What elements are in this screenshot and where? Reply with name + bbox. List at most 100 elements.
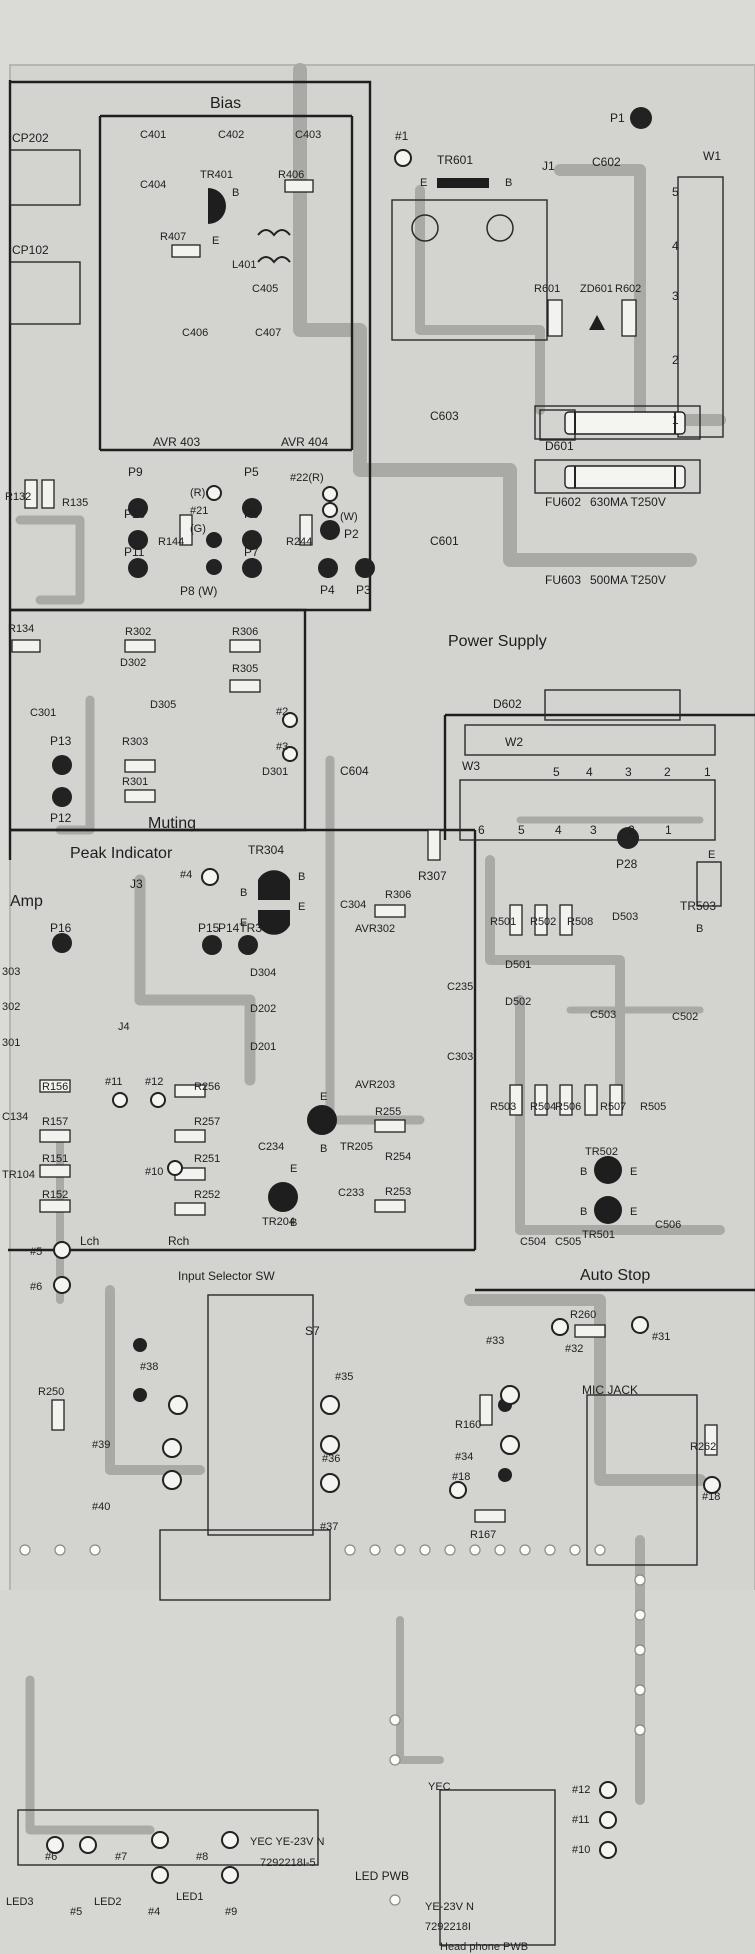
tp-40: #40 xyxy=(92,1501,110,1513)
section-power-supply: Power Supply xyxy=(448,633,547,650)
label-lch: Lch xyxy=(80,1234,99,1248)
section-headphone-pwb: Head phone PWB xyxy=(440,1941,528,1953)
ref-avr403: AVR 403 xyxy=(153,435,200,449)
tp-hp-11: #11 xyxy=(572,1814,590,1826)
ref-tr104: TR104 xyxy=(2,1169,35,1181)
ref-c406: C406 xyxy=(182,327,208,339)
ref-c234: C234 xyxy=(258,1141,284,1153)
ref-r305: R305 xyxy=(232,663,258,675)
tr303-b: B xyxy=(240,887,247,899)
ref-r306b: R306 xyxy=(385,889,411,901)
ref-tr304: TR304 xyxy=(248,843,284,857)
tp-1: #1 xyxy=(395,129,409,143)
ref-r255: R255 xyxy=(375,1106,401,1118)
section-amp: Amp xyxy=(10,893,43,910)
w2-pin-5: 5 xyxy=(553,765,560,779)
ref-c235: C235 xyxy=(447,981,473,993)
ref-c602: C602 xyxy=(592,155,621,169)
ref-r502: R502 xyxy=(530,916,556,928)
ref-r262: R262 xyxy=(690,1441,716,1453)
ref-r503: R503 xyxy=(490,1101,516,1113)
ref-r307: R307 xyxy=(418,869,447,883)
test-point-rings xyxy=(46,149,721,1884)
tr401-b: B xyxy=(232,187,239,199)
tr501-e: E xyxy=(630,1206,637,1218)
ref-p13: P13 xyxy=(50,734,72,748)
tr204-e: E xyxy=(290,1163,297,1175)
w1-pin-2: 2 xyxy=(672,353,679,367)
section-bias: Bias xyxy=(210,95,241,112)
tp-led-4: #4 xyxy=(148,1906,160,1918)
w3-pin-3: 3 xyxy=(590,823,597,837)
tp-12: #12 xyxy=(145,1076,163,1088)
ref-r301: R301 xyxy=(122,776,148,788)
ref-r256: R256 xyxy=(194,1081,220,1093)
ref-r506: R506 xyxy=(555,1101,581,1113)
tp-5: #5 xyxy=(30,1246,42,1258)
fuse-fu602-ref: FU602 xyxy=(545,495,581,509)
ref-r134: R134 xyxy=(8,623,34,635)
tr401-e: E xyxy=(212,235,219,247)
solder-pads xyxy=(52,107,652,1482)
fuse-fu603-rating: 500MA T250V xyxy=(590,573,666,587)
ref-r244: R244 xyxy=(286,536,312,548)
ref-r507: R507 xyxy=(600,1101,626,1113)
tr204-b: B xyxy=(290,1217,297,1229)
board-mark-yec: YEC xyxy=(428,1781,451,1793)
w3-pin-2: 2 xyxy=(628,823,635,837)
pin-p10: P10 xyxy=(124,507,146,521)
ref-r152: R152 xyxy=(42,1189,68,1201)
fuse-fu602-rating: 630MA T250V xyxy=(590,495,666,509)
ref-r167: R167 xyxy=(470,1529,496,1541)
ref-r160: R160 xyxy=(455,1419,481,1431)
ref-c303: C303 xyxy=(447,1051,473,1063)
tp-led-6: #6 xyxy=(45,1851,57,1863)
pin-p2: P2 xyxy=(344,527,359,541)
tr304-e: E xyxy=(298,901,305,913)
ref-tr502: TR502 xyxy=(585,1146,618,1158)
ref-d304: D304 xyxy=(250,967,276,979)
ref-tr503: TR503 xyxy=(680,899,716,913)
pin-g: (G) xyxy=(190,523,206,535)
tr601-e: E xyxy=(420,177,427,189)
tr303-e: E xyxy=(240,917,247,929)
ref-r501: R501 xyxy=(490,916,516,928)
l401-coil xyxy=(257,229,291,264)
tp-32: #32 xyxy=(565,1343,583,1355)
pin-p6: P6 xyxy=(244,507,259,521)
ref-avr302: AVR302 xyxy=(355,923,395,935)
ref-j1: J1 xyxy=(542,159,555,173)
section-peak-indicator: Peak Indicator xyxy=(70,845,173,862)
section-auto-stop: Auto Stop xyxy=(580,1267,650,1284)
ref-l401: L401 xyxy=(232,259,256,271)
ref-tr601: TR601 xyxy=(437,153,473,167)
ref-r144: R144 xyxy=(158,536,184,548)
connector-cp202: CP202 xyxy=(12,131,49,145)
tp-39: #39 xyxy=(92,1439,110,1451)
connector-s7: S7 xyxy=(305,1324,320,1338)
resistor-bodies xyxy=(11,179,718,1523)
tr601-b: B xyxy=(505,177,512,189)
ref-c402: C402 xyxy=(218,129,244,141)
ref-r505: R505 xyxy=(640,1101,666,1113)
w3-pin-6: 6 xyxy=(478,823,485,837)
transistor-bodies xyxy=(208,178,622,1224)
w3-pin-5: 5 xyxy=(518,823,525,837)
ref-r151: R151 xyxy=(42,1153,68,1165)
block-borders xyxy=(8,80,755,1292)
tr501-b: B xyxy=(580,1206,587,1218)
pin-w: (W) xyxy=(340,511,358,523)
ref-j3: J3 xyxy=(130,877,143,891)
section-muting: Muting xyxy=(148,815,196,832)
lower-board-outline xyxy=(0,1590,755,1954)
ref-c505: C505 xyxy=(555,1236,581,1248)
ref-led03: LED3 xyxy=(6,1896,34,1908)
tp-4: #4 xyxy=(180,869,192,881)
ref-d601: D601 xyxy=(545,439,574,453)
ref-d301: D301 xyxy=(262,766,288,778)
ref-zd601: ZD601 xyxy=(580,283,613,295)
ref-p14tr303: P14TR303 xyxy=(218,921,276,935)
ref-c304: C304 xyxy=(340,899,366,911)
ref-d305: D305 xyxy=(150,699,176,711)
